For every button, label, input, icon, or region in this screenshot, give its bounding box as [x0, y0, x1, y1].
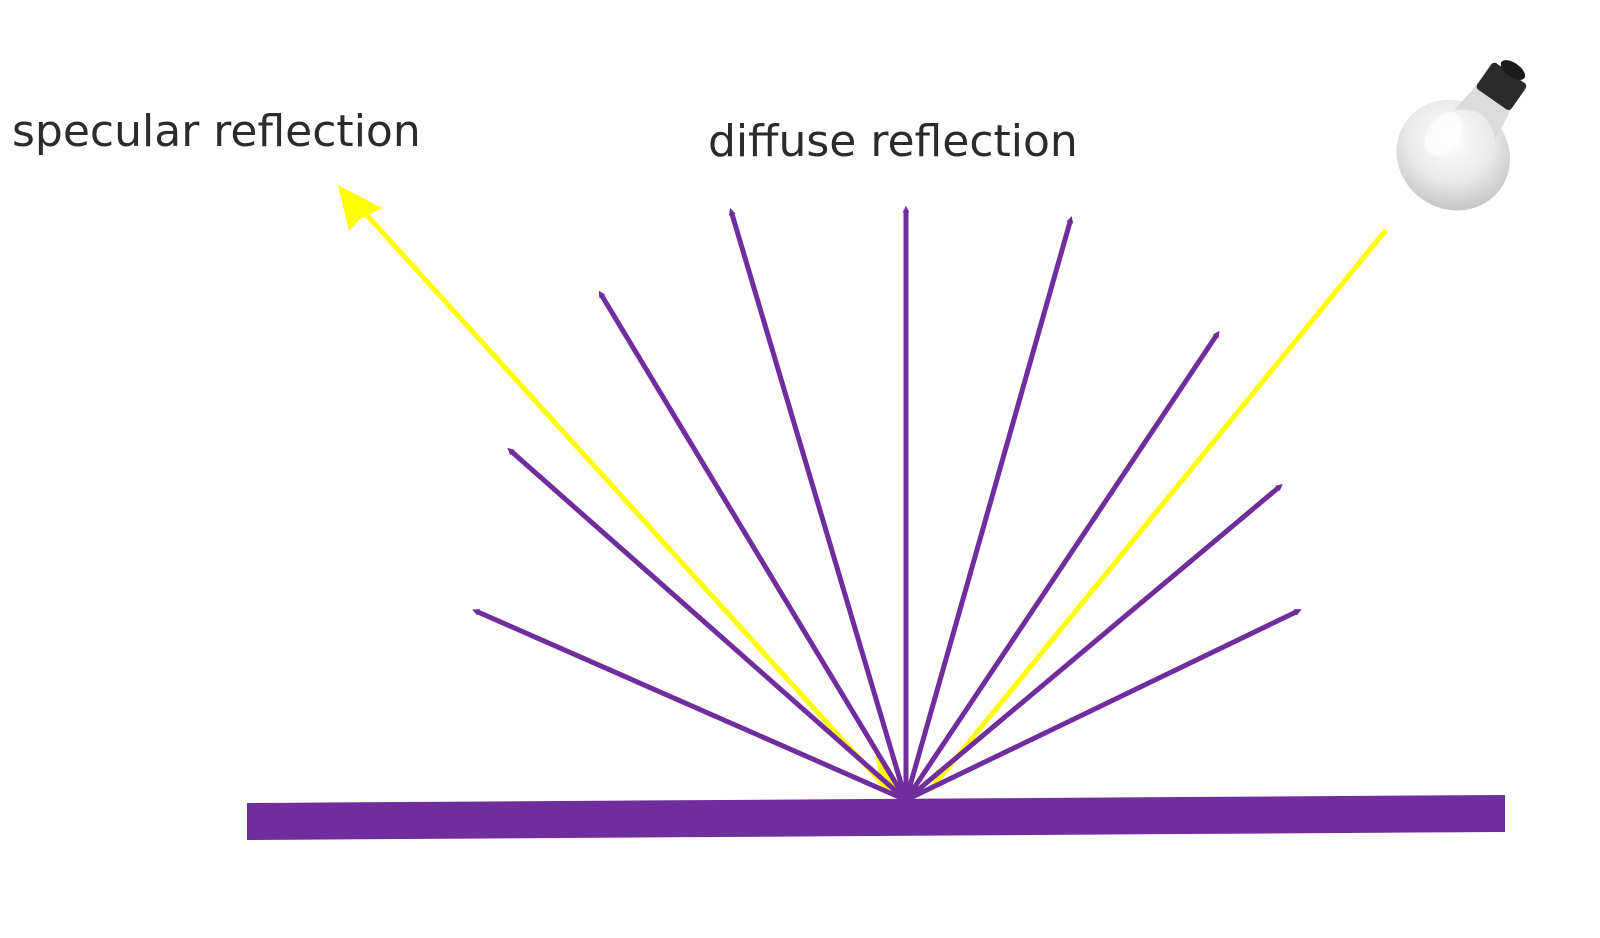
- diffuse-ray: [472, 609, 908, 803]
- diffuse-ray: [904, 609, 1302, 803]
- diffuse-reflection-label: diffuse reflection: [708, 116, 1078, 167]
- diffuse-ray: [903, 215, 1074, 801]
- diffuse-ray: [903, 330, 1220, 802]
- diffuse-ray: [904, 483, 1283, 802]
- reflecting-surface: [247, 795, 1505, 840]
- specular-reflection-arrowhead: [338, 185, 382, 231]
- specular-reflection-ray: [353, 200, 890, 792]
- specular-reflection-label: specular reflection: [12, 106, 421, 157]
- diffuse-ray: [507, 447, 908, 802]
- diffuse-ray: [728, 207, 909, 801]
- incident-ray: [928, 228, 1388, 792]
- diffuse-rays: [472, 205, 1302, 803]
- diffuse-ray: [598, 290, 909, 802]
- light-bulb-icon: [1396, 60, 1527, 211]
